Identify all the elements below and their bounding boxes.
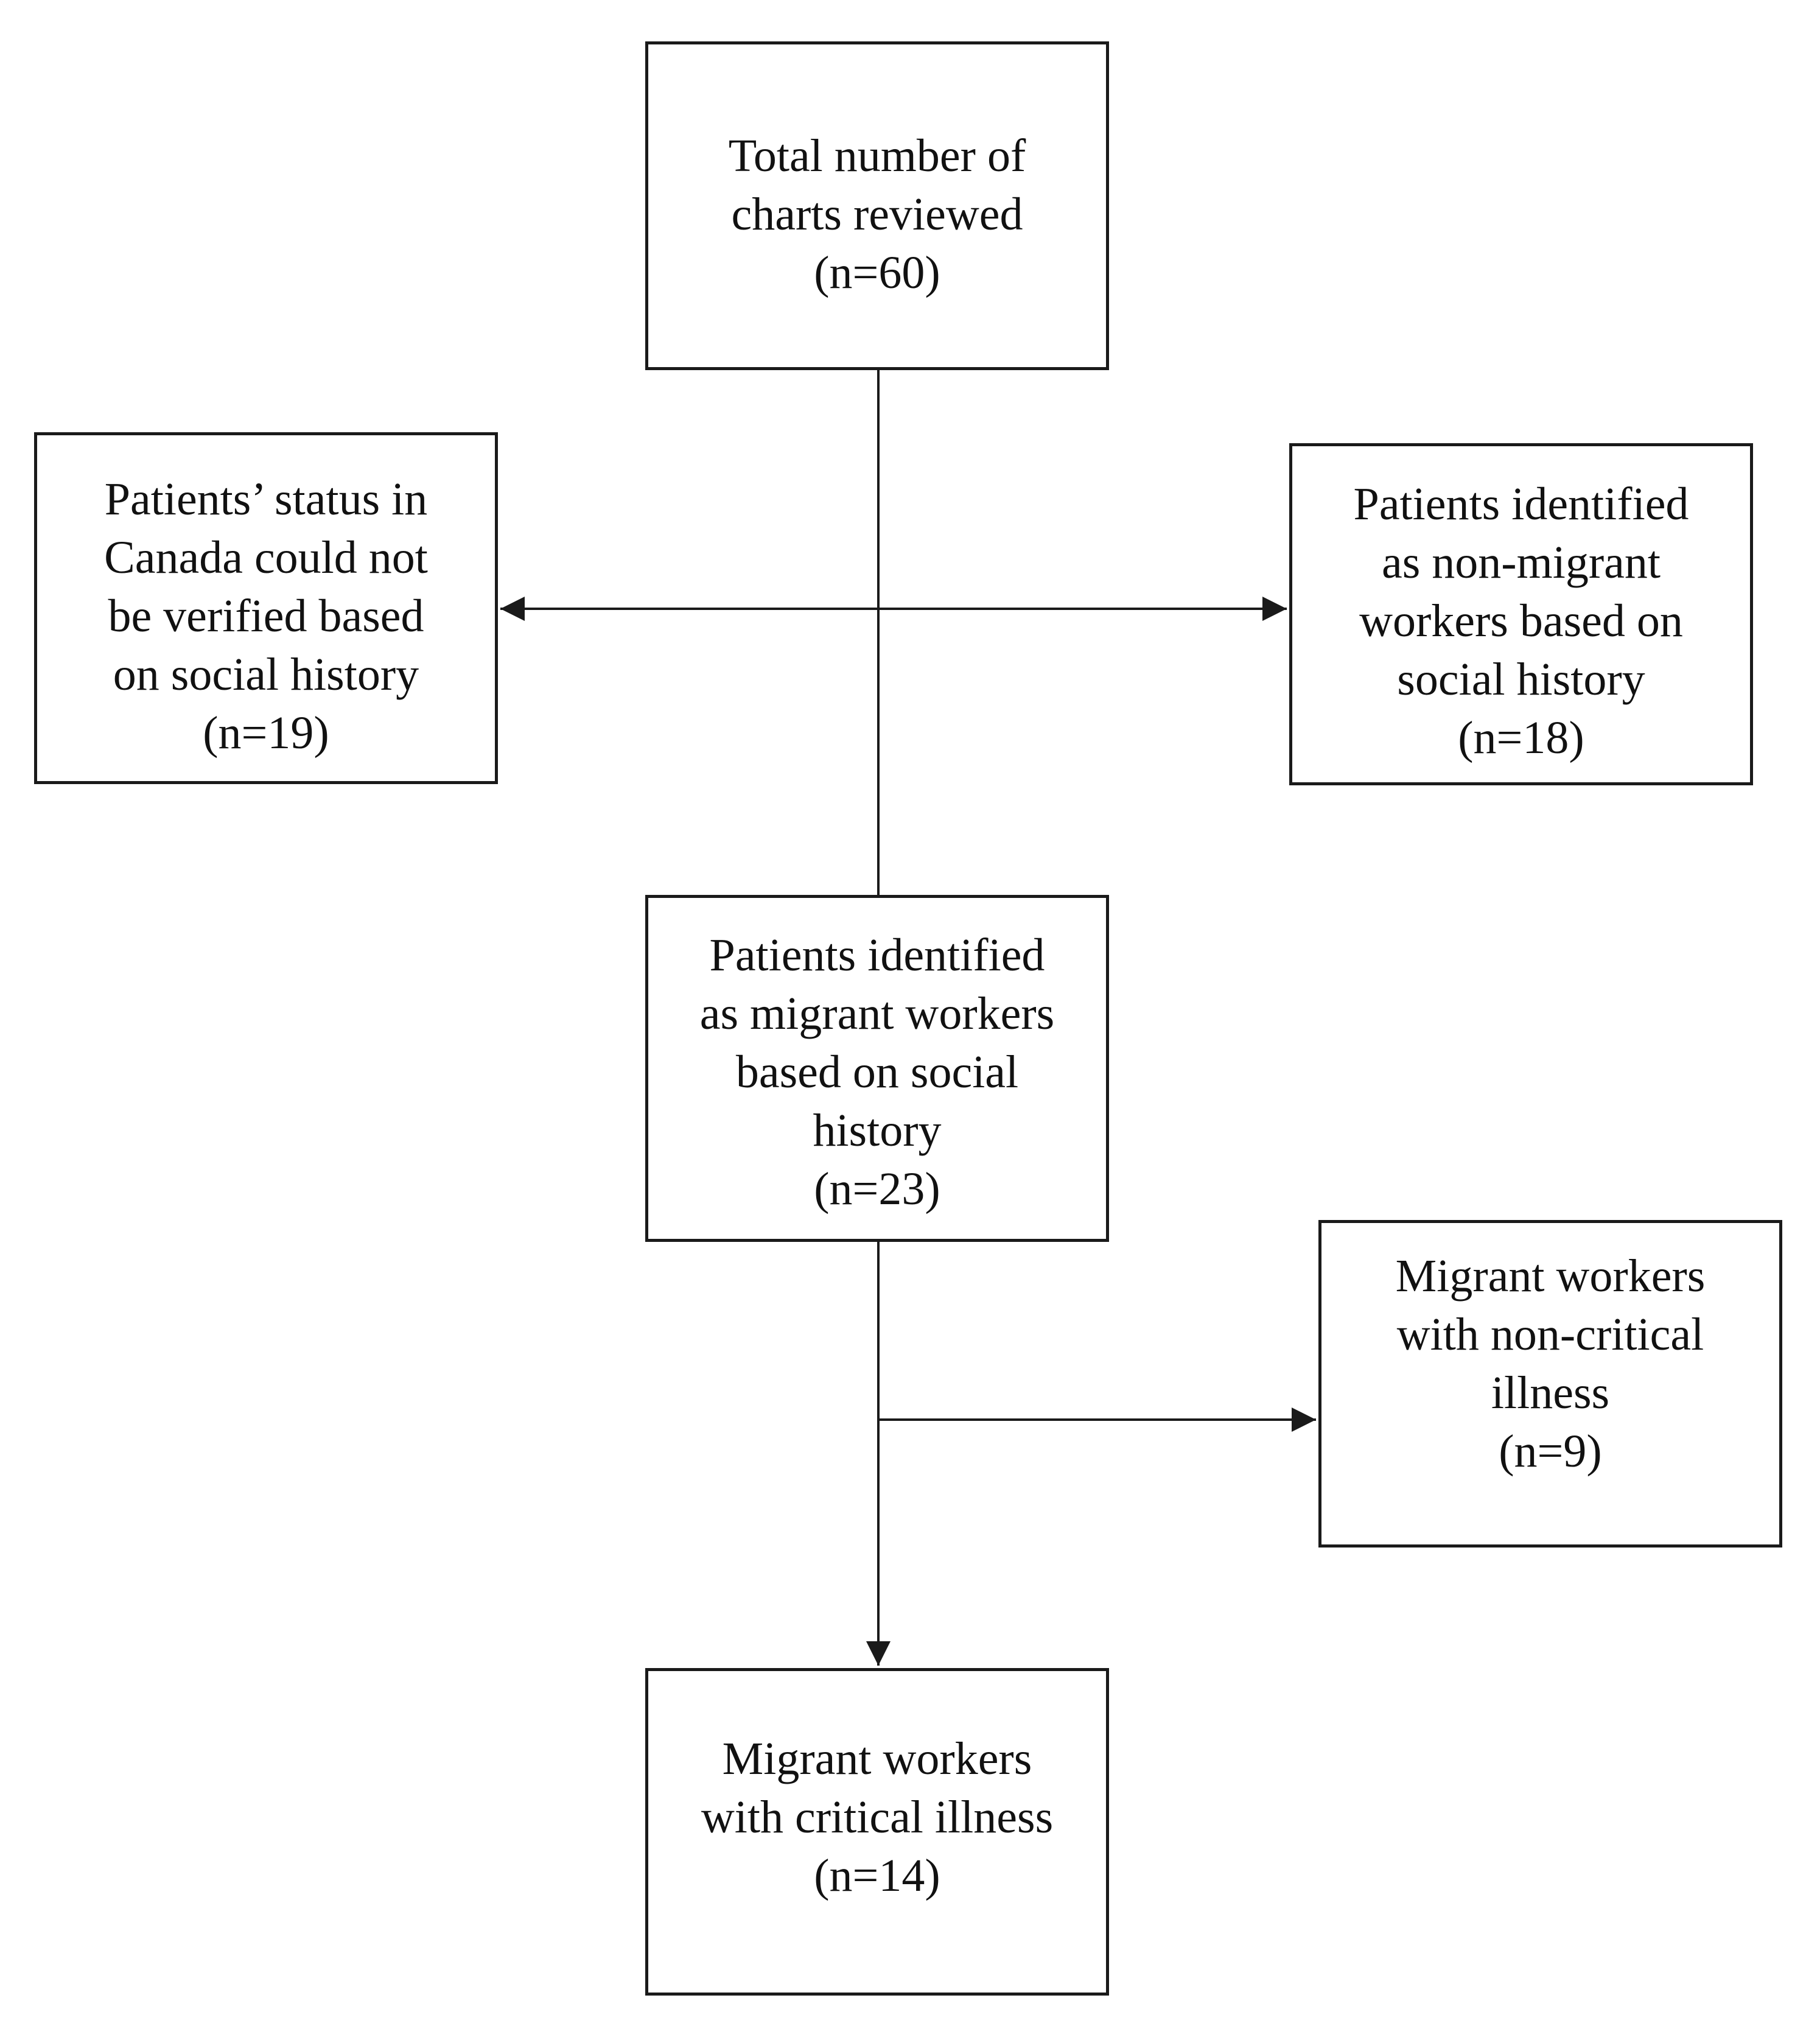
box-text-line: be verified based	[108, 591, 424, 642]
box-text-line: Total number of	[728, 130, 1026, 181]
migrant-workers-box: Patients identified as migrant workers b…	[645, 895, 1109, 1242]
box-text-line: illness	[1491, 1367, 1610, 1418]
box-text-line: charts reviewed	[731, 189, 1023, 240]
box-text-line: Patients’ status in	[104, 474, 428, 525]
box-text-line: as migrant workers	[699, 988, 1055, 1039]
box-text-line: as non-migrant	[1381, 537, 1661, 588]
box-text-line: workers based on	[1359, 595, 1683, 647]
box-text-line: history	[813, 1105, 942, 1156]
box-text-line: social history	[1397, 654, 1645, 705]
box-count: (n=9)	[1499, 1426, 1602, 1477]
box-text-line: Canada could not	[104, 532, 428, 583]
box-text-line: based on social	[735, 1046, 1019, 1098]
box-text-line: Migrant workers	[1395, 1250, 1706, 1302]
status-unverified-box: Patients’ status in Canada could not be …	[34, 432, 498, 784]
box-count: (n=19)	[203, 707, 329, 759]
box-text-line: Patients identified	[1353, 478, 1689, 530]
box-count: (n=23)	[814, 1163, 940, 1215]
critical-illness-box: Migrant workers with critical illness (n…	[645, 1668, 1109, 1996]
box-count: (n=14)	[814, 1850, 940, 1901]
box-text-line: with critical illness	[701, 1792, 1054, 1843]
box-count: (n=60)	[814, 247, 940, 298]
total-charts-box: Total number of charts reviewed (n=60)	[645, 41, 1109, 370]
box-text-line: Migrant workers	[722, 1733, 1032, 1784]
box-text-line: Patients identified	[709, 930, 1045, 981]
box-text-line: on social history	[113, 649, 419, 700]
non-migrant-box: Patients identified as non-migrant worke…	[1289, 443, 1753, 785]
box-text-line: with non-critical	[1396, 1309, 1704, 1360]
box-count: (n=18)	[1458, 712, 1584, 763]
non-critical-illness-box: Migrant workers with non-critical illnes…	[1318, 1220, 1782, 1548]
